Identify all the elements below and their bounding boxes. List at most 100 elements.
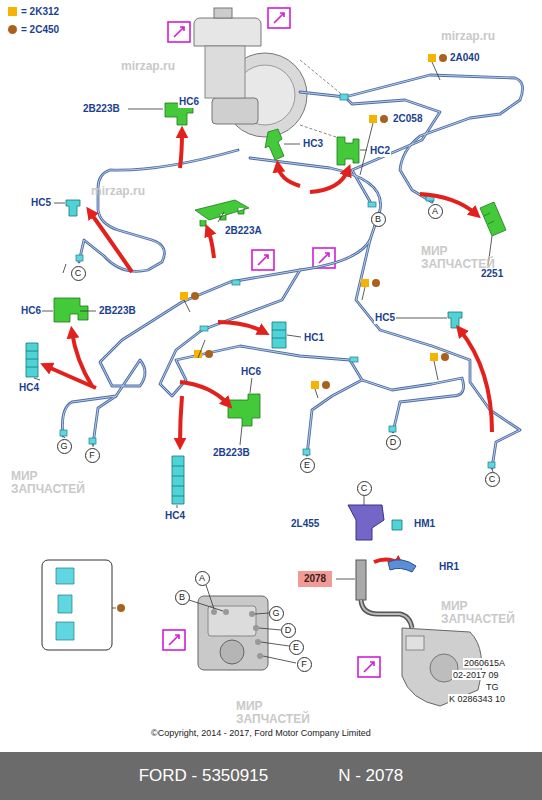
- callout-letter: C: [75, 269, 82, 278]
- brake-pipe-part: [93, 396, 116, 444]
- red-arrow-part: [90, 212, 132, 272]
- fitting-kit-part: [112, 608, 116, 609]
- callout-letter: E: [304, 461, 310, 470]
- red-arrow-part: [310, 170, 348, 192]
- watermark: МИР ЗАПЧАСТЕЙ: [235, 700, 317, 726]
- booster-part: [214, 8, 232, 18]
- icon-part: [268, 8, 290, 28]
- booster-part: [205, 46, 245, 98]
- abs-module-part: [223, 609, 229, 615]
- red-arrow-part: [278, 166, 300, 186]
- pipe-fitting-part: [488, 462, 495, 468]
- brake-hose-part: [348, 505, 384, 540]
- brake-hose-part: [356, 560, 366, 600]
- booster-part: [300, 60, 345, 140]
- color-marker-part: [361, 279, 369, 287]
- pipe-fitting-part: [89, 438, 96, 444]
- color-marker-part: [180, 292, 188, 300]
- abs-module-part: [211, 609, 217, 615]
- callout-letter: G: [272, 609, 279, 618]
- callout-letter: G: [60, 442, 67, 451]
- callout-circle: E: [289, 640, 304, 655]
- callout-circle: E: [300, 458, 315, 473]
- callout-circle: D: [386, 435, 401, 450]
- red-arrow-part: [180, 396, 182, 444]
- clip-part-part: [265, 129, 284, 160]
- node-text: 2078: [304, 573, 326, 585]
- color-marker: [180, 54, 449, 398]
- red-arrow-part: [180, 382, 228, 404]
- legend-text: = 2K312: [21, 6, 59, 17]
- booster-part: [194, 18, 261, 46]
- callout-circle: A: [428, 204, 443, 219]
- red-arrow-part: [208, 230, 214, 258]
- brake-pipe-part: [300, 75, 523, 202]
- callout-letter: E: [293, 643, 299, 652]
- part-label: 2B223B: [82, 103, 121, 115]
- clip-part-part: [195, 200, 249, 226]
- brake-hose-part: [336, 579, 355, 580]
- note-text: ©Copyright, 2014 - 2017, Ford Motor Comp…: [150, 728, 372, 738]
- callout-letter: C: [361, 484, 368, 493]
- part-label: HC1: [303, 332, 325, 344]
- color-marker-part: [322, 381, 330, 389]
- clip-part-part: [228, 394, 260, 426]
- abs-module-part: [198, 596, 268, 670]
- callout-letter: D: [285, 626, 292, 635]
- color-marker-part: [372, 279, 380, 287]
- red-arrow-part: [460, 330, 492, 432]
- callout-circle: C: [485, 472, 500, 487]
- note-text: TG: [485, 682, 500, 692]
- part-label: HC3: [302, 138, 324, 150]
- note-text: 2060615A: [463, 658, 506, 668]
- part-label: 2C058: [392, 113, 423, 125]
- icon-part: [364, 662, 374, 672]
- abs-module-part: [208, 606, 256, 636]
- brake-pipe: [62, 75, 522, 468]
- callout-circle: B: [371, 212, 386, 227]
- footer-band: FORD - 5350915N - 2078: [0, 752, 542, 800]
- booster: [194, 8, 345, 140]
- fitting-kit-part: [56, 568, 74, 640]
- callout-letter: D: [390, 438, 397, 447]
- brake-pipe-part: [62, 158, 380, 436]
- part-label: 2L455: [290, 518, 320, 530]
- clip-part-part: [337, 137, 359, 165]
- watermark: МИР ЗАПЧАСТЕЙ: [10, 470, 92, 496]
- abs-module-part: [249, 611, 255, 617]
- color-marker-part: [441, 353, 449, 361]
- callout-letter: C: [489, 475, 496, 484]
- brake-hose-part: [361, 600, 412, 628]
- brake-pipe-part: [356, 240, 520, 468]
- part-label: HC6: [20, 305, 42, 317]
- fitting-kit-part: [117, 604, 125, 612]
- pipe-fitting-part: [303, 449, 310, 455]
- callout-circle: B: [175, 590, 190, 605]
- part-label: HC6: [240, 366, 262, 378]
- part-number-box: 2078: [298, 571, 332, 587]
- note-text: K 0286343 10: [448, 694, 506, 704]
- pipe-fitting-part: [60, 430, 67, 436]
- clip-part-part: [272, 322, 286, 348]
- brake-pipe-part: [93, 396, 116, 444]
- abs-module-part: [189, 585, 296, 663]
- pipe-fitting-part: [368, 202, 376, 207]
- pipe-fitting-part: [76, 255, 83, 261]
- callout-letter: A: [199, 574, 205, 583]
- callout-circle: F: [85, 448, 100, 463]
- color-marker-part: [380, 115, 388, 123]
- booster-part: [212, 98, 258, 124]
- part-label: HC6: [178, 96, 200, 108]
- part-label: HM1: [413, 518, 436, 530]
- fitting-kit: [42, 560, 125, 650]
- leader-line-part: [63, 264, 493, 472]
- brake-hose-part: [392, 520, 402, 530]
- watermark: mirzap.ru: [90, 185, 172, 198]
- brake-pipe-part: [362, 378, 464, 432]
- part-label: HC4: [18, 382, 40, 394]
- clip-part: [26, 97, 506, 504]
- brake-pipe-part: [160, 270, 362, 455]
- callout-letter: B: [375, 215, 381, 224]
- icon-part: [163, 630, 185, 650]
